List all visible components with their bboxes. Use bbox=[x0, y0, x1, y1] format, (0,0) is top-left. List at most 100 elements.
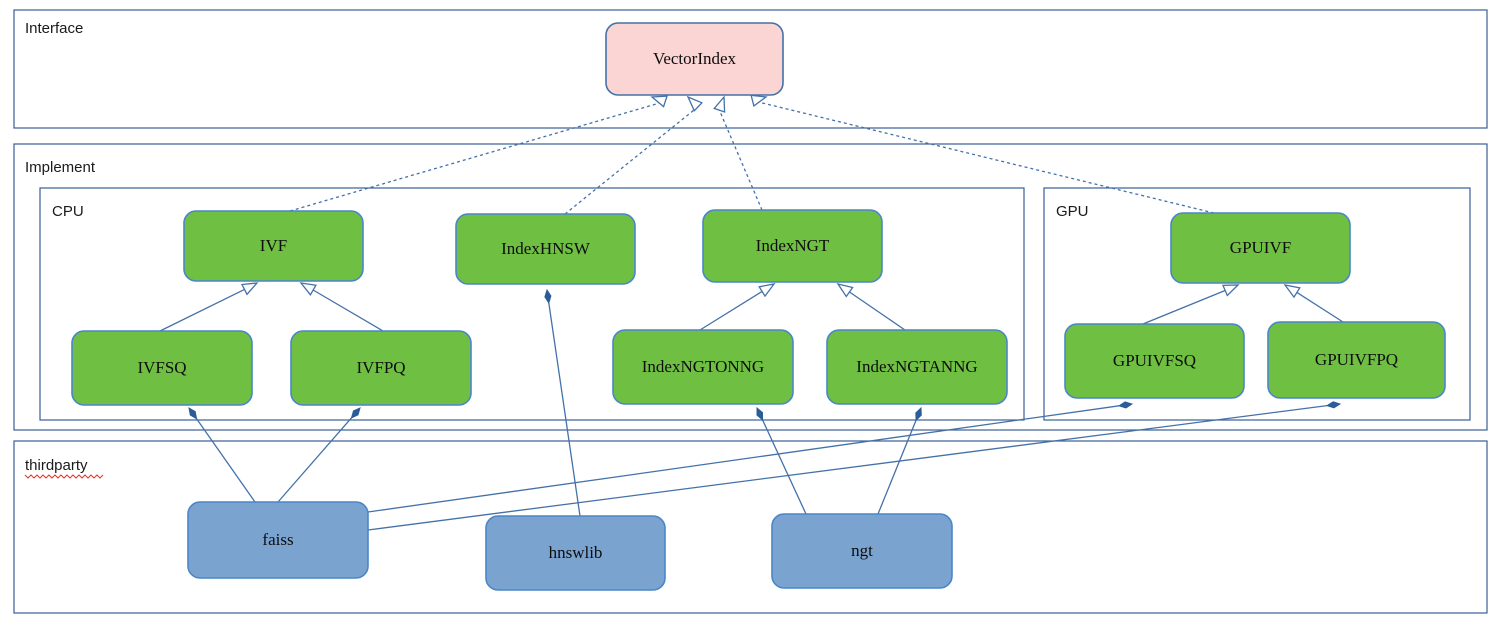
edge-gpuivf-implements-vectorindex-line bbox=[752, 99, 1215, 214]
node-ivfsq-rect[interactable] bbox=[71, 330, 253, 406]
edge-gpuivfpq-extends-gpuivf bbox=[1283, 284, 1344, 323]
edge-indexngt-implements-vectorindex-head bbox=[713, 95, 726, 113]
node-indexngtonng-label: IndexNGTONNG bbox=[642, 357, 764, 376]
node-ivf-label: IVF bbox=[260, 236, 287, 255]
edge-gpuivfsq-extends-gpuivf-line bbox=[1142, 289, 1226, 325]
edge-faiss-composes-ivfsq-head bbox=[188, 407, 198, 420]
spellcheck-underline bbox=[24, 474, 104, 479]
edge-ivfpq-extends-ivf-line bbox=[312, 289, 384, 332]
node-ivfsq-label: IVFSQ bbox=[137, 358, 186, 377]
node-ivfpq-label: IVFPQ bbox=[356, 358, 405, 377]
node-indexngtonng[interactable]: IndexNGTONNG bbox=[612, 329, 794, 405]
node-ivf-rect[interactable] bbox=[183, 210, 364, 282]
node-faiss-label: faiss bbox=[262, 530, 293, 549]
thirdparty-frame-label: thirdparty bbox=[25, 457, 88, 474]
node-gpuivfpq-label: GPUIVFPQ bbox=[1315, 350, 1398, 369]
edge-gpuivf-implements-vectorindex-head bbox=[750, 94, 768, 107]
edge-indexngtonng-extends-indexngt-line bbox=[699, 290, 763, 331]
cpu-frame-label: CPU bbox=[52, 203, 84, 220]
edge-ngt-composes-indexngtanng-line bbox=[877, 419, 917, 515]
edge-gpuivfpq-extends-gpuivf-head bbox=[1283, 284, 1301, 299]
node-vectorindex-label: VectorIndex bbox=[653, 49, 737, 68]
edge-faiss-composes-ivfsq bbox=[188, 407, 256, 503]
edge-faiss-composes-gpuivfsq-head bbox=[1117, 401, 1134, 409]
gpu-frame-label: GPU bbox=[1056, 203, 1089, 220]
edge-indexngtanng-extends-indexngt-head bbox=[836, 282, 854, 298]
node-indexhnsw[interactable]: IndexHNSW bbox=[455, 213, 636, 285]
edge-hnswlib-composes-indexhnsw-line bbox=[548, 302, 581, 517]
edge-ivf-implements-vectorindex bbox=[289, 95, 668, 212]
edge-ivf-implements-vectorindex-head bbox=[650, 95, 668, 108]
edge-faiss-composes-gpuivfpq-head bbox=[1325, 401, 1342, 409]
node-gpuivfsq-rect[interactable] bbox=[1064, 323, 1245, 399]
edge-indexngt-implements-vectorindex bbox=[713, 95, 763, 211]
node-indexngt-label: IndexNGT bbox=[756, 236, 830, 255]
node-gpuivf[interactable]: GPUIVF bbox=[1170, 212, 1351, 284]
edge-indexhnsw-implements-vectorindex bbox=[564, 95, 704, 215]
node-ivfpq-rect[interactable] bbox=[290, 330, 472, 406]
node-hnswlib-rect[interactable] bbox=[485, 515, 666, 591]
edge-faiss-composes-gpuivfpq bbox=[367, 401, 1342, 531]
edge-faiss-composes-gpuivfpq-line bbox=[367, 404, 1328, 531]
edge-ngt-composes-indexngtonng-head bbox=[756, 406, 763, 421]
node-hnswlib-label: hnswlib bbox=[549, 543, 603, 562]
edges-layer bbox=[159, 94, 1344, 531]
edge-hnswlib-composes-indexhnsw bbox=[544, 288, 581, 517]
node-gpuivfsq[interactable]: GPUIVFSQ bbox=[1064, 323, 1245, 399]
node-indexngtanng-label: IndexNGTANNG bbox=[856, 357, 977, 376]
edge-indexngtonng-extends-indexngt bbox=[699, 283, 776, 331]
node-ivfsq[interactable]: IVFSQ bbox=[71, 330, 253, 406]
edge-ivf-implements-vectorindex-line bbox=[289, 100, 666, 212]
edge-faiss-composes-ivfsq-line bbox=[195, 418, 256, 503]
node-gpuivf-rect[interactable] bbox=[1170, 212, 1351, 284]
node-faiss-rect[interactable] bbox=[187, 501, 369, 579]
edge-hnswlib-composes-indexhnsw-head bbox=[544, 288, 552, 305]
node-vectorindex-rect[interactable] bbox=[605, 22, 784, 96]
edge-indexhnsw-implements-vectorindex-head bbox=[686, 95, 704, 112]
edge-indexngtanng-extends-indexngt bbox=[836, 282, 906, 331]
edge-faiss-composes-ivfpq-head bbox=[350, 407, 361, 419]
node-ngt[interactable]: ngt bbox=[771, 513, 953, 589]
node-indexngtonng-rect[interactable] bbox=[612, 329, 794, 405]
node-ivf[interactable]: IVF bbox=[183, 210, 364, 282]
edge-gpuivf-implements-vectorindex bbox=[750, 94, 1215, 214]
edge-ngt-composes-indexngtanng bbox=[877, 406, 922, 515]
node-indexngtanng-rect[interactable] bbox=[826, 329, 1008, 405]
edge-indexngtanng-extends-indexngt-line bbox=[849, 291, 906, 331]
node-ivfpq[interactable]: IVFPQ bbox=[290, 330, 472, 406]
node-gpuivfpq-rect[interactable] bbox=[1267, 321, 1446, 399]
edge-faiss-composes-ivfpq bbox=[277, 407, 361, 503]
node-indexhnsw-rect[interactable] bbox=[455, 213, 636, 285]
interface-frame-label: Interface bbox=[25, 20, 83, 37]
node-indexngtanng[interactable]: IndexNGTANNG bbox=[826, 329, 1008, 405]
edge-faiss-composes-gpuivfsq bbox=[367, 401, 1134, 513]
edge-faiss-composes-gpuivfsq-line bbox=[367, 405, 1120, 513]
edge-gpuivfsq-extends-gpuivf-head bbox=[1222, 284, 1240, 297]
edge-ivfsq-extends-ivf-line bbox=[159, 288, 245, 332]
node-hnswlib[interactable]: hnswlib bbox=[485, 515, 666, 591]
edge-gpuivfsq-extends-gpuivf bbox=[1142, 284, 1240, 325]
edge-ivfpq-extends-ivf bbox=[299, 282, 384, 332]
edge-ngt-composes-indexngtonng-line bbox=[761, 419, 807, 515]
edge-indexngt-implements-vectorindex-line bbox=[718, 109, 763, 211]
node-faiss[interactable]: faiss bbox=[187, 501, 369, 579]
edge-ivfsq-extends-ivf-head bbox=[240, 282, 259, 296]
node-vectorindex[interactable]: VectorIndex bbox=[605, 22, 784, 96]
edge-ivfsq-extends-ivf bbox=[159, 282, 259, 332]
implement-frame-label: Implement bbox=[25, 159, 96, 176]
edge-ivfpq-extends-ivf-head bbox=[299, 282, 317, 296]
node-indexngt-rect[interactable] bbox=[702, 209, 883, 283]
edge-ngt-composes-indexngtonng bbox=[756, 406, 807, 515]
node-gpuivfsq-label: GPUIVFSQ bbox=[1113, 351, 1196, 370]
node-indexngt[interactable]: IndexNGT bbox=[702, 209, 883, 283]
node-gpuivfpq[interactable]: GPUIVFPQ bbox=[1267, 321, 1446, 399]
edge-indexngtonng-extends-indexngt-head bbox=[758, 283, 776, 298]
edge-ngt-composes-indexngtanng-head bbox=[915, 406, 922, 422]
node-gpuivf-label: GPUIVF bbox=[1230, 238, 1291, 257]
edge-indexhnsw-implements-vectorindex-line bbox=[564, 106, 699, 215]
edge-faiss-composes-ivfpq-line bbox=[277, 417, 352, 503]
node-ngt-rect[interactable] bbox=[771, 513, 953, 589]
